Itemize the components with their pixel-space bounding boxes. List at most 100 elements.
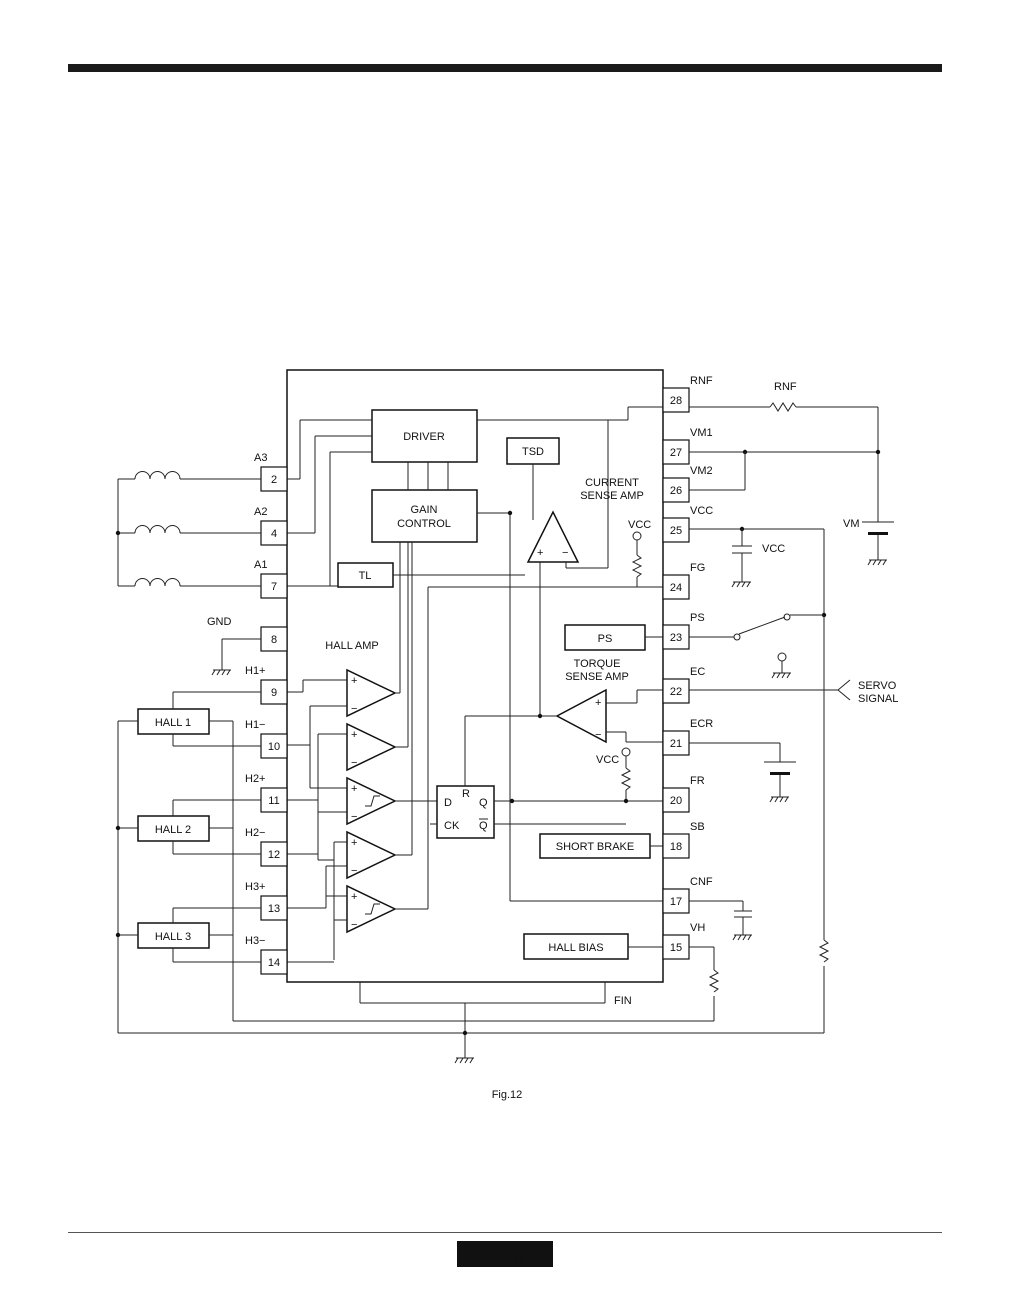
vm-batt-label: VM: [843, 518, 860, 530]
svg-text:17: 17: [670, 896, 682, 908]
hall-3-element: HALL 3: [137, 922, 210, 949]
hall-amp-4: [346, 830, 397, 880]
pin-10: 10: [260, 733, 288, 759]
pin-name-sb: SB: [690, 821, 705, 833]
hall-amp-3: [346, 776, 397, 826]
svg-text:23: 23: [670, 632, 682, 644]
svg-text:26: 26: [670, 485, 682, 497]
tsd-block: [506, 437, 560, 465]
rohm-logo: ROHM: [457, 1241, 553, 1267]
pin-name-h1p: H1+: [245, 665, 266, 677]
pin-name-vh: VH: [690, 922, 705, 934]
vh-resistor: [708, 969, 720, 993]
pin-25: 25: [662, 517, 690, 543]
svg-text:13: 13: [268, 903, 280, 915]
hall-amp-2: [346, 722, 397, 772]
vcc-capacitor: [731, 545, 752, 588]
ff-qbar-label: Q: [479, 820, 488, 832]
pullup-resistor-right: [818, 939, 830, 963]
pin-22: 22: [662, 678, 690, 704]
svg-text:−: −: [351, 703, 357, 715]
vm-battery: [862, 521, 894, 566]
svg-text:22: 22: [670, 686, 682, 698]
tsd-label: TSD: [522, 446, 544, 458]
hall-amp-5: [346, 884, 397, 934]
svg-text:7: 7: [271, 581, 277, 593]
svg-text:24: 24: [670, 582, 682, 594]
short-brake-label: SHORT BRAKE: [556, 841, 634, 853]
pin-26: 26: [662, 477, 690, 503]
pin-name-a3: A3: [254, 452, 267, 464]
pin-20: 20: [662, 787, 690, 813]
current-sense-amp: [526, 510, 580, 563]
coil-a2: [134, 524, 181, 534]
pin-name-vcc: VCC: [690, 505, 713, 517]
svg-text:−: −: [351, 757, 357, 769]
svg-text:20: 20: [670, 795, 682, 807]
vcc-pull1-label: VCC: [628, 519, 651, 531]
gnd-symbol-main: [454, 1057, 474, 1064]
svg-text:28: 28: [670, 395, 682, 407]
pin-name-a1: A1: [254, 559, 267, 571]
svg-text:8: 8: [271, 634, 277, 646]
svg-text:18: 18: [670, 841, 682, 853]
svg-text:+: +: [595, 697, 601, 709]
svg-text:HALL 3: HALL 3: [155, 931, 191, 943]
pin-12: 12: [260, 841, 288, 867]
servo-label-2: SIGNAL: [858, 693, 898, 705]
logo-text: ROHM: [484, 1253, 526, 1265]
pin-14: 14: [260, 949, 288, 975]
header-bar: [68, 64, 942, 72]
svg-text:−: −: [351, 865, 357, 877]
fin-label: FIN: [614, 995, 632, 1007]
tl-label: TL: [359, 570, 372, 582]
svg-text:21: 21: [670, 738, 682, 750]
pin-21: 21: [662, 730, 690, 756]
cnf-capacitor: [732, 910, 752, 941]
pin-2: 2: [260, 466, 288, 492]
current-sense-label-2: SENSE AMP: [580, 490, 644, 502]
torque-sense-label-1: TORQUE: [574, 658, 621, 670]
figure-caption: Fig.12: [492, 1089, 523, 1101]
svg-text:10: 10: [268, 741, 280, 753]
svg-text:15: 15: [670, 942, 682, 954]
pin-name-fr: FR: [690, 775, 705, 787]
pin-name-h2m: H2−: [245, 827, 266, 839]
driver-block: [371, 409, 478, 463]
pin-15: 15: [662, 934, 690, 960]
current-sense-label-1: CURRENT: [585, 477, 639, 489]
ps-switch: [733, 633, 741, 641]
pin-23: 23: [662, 624, 690, 650]
pin-name-h3m: H3−: [245, 935, 266, 947]
svg-text:HALL 2: HALL 2: [155, 824, 191, 836]
svg-text:−: −: [351, 919, 357, 931]
footer-rule: [68, 1232, 942, 1233]
rnf-ext-label: RNF: [774, 381, 797, 393]
pin-27: 27: [662, 439, 690, 465]
pin-24: 24: [662, 574, 690, 600]
svg-text:4: 4: [271, 528, 277, 540]
pin-name-ecr: ECR: [690, 718, 713, 730]
gain-control-label-1: GAIN: [411, 504, 438, 516]
svg-text:+: +: [351, 837, 357, 849]
torque-sense-amp: [555, 688, 607, 744]
coil-a1: [134, 577, 181, 587]
vcc-cap-label: VCC: [762, 543, 785, 555]
svg-text:−: −: [595, 729, 601, 741]
ff-d-label: D: [444, 797, 452, 809]
svg-text:9: 9: [271, 687, 277, 699]
gnd-label: GND: [207, 616, 232, 628]
pin-4: 4: [260, 520, 288, 546]
servo-label-1: SERVO: [858, 680, 897, 692]
pin-name-ec: EC: [690, 666, 705, 678]
current-amp-plus: +: [537, 547, 543, 559]
pin-name-vm2: VM2: [690, 465, 713, 477]
pin-name-cnf: CNF: [690, 876, 713, 888]
svg-text:14: 14: [268, 957, 280, 969]
tl-block: [337, 562, 394, 588]
svg-text:+: +: [351, 729, 357, 741]
pin-28: 28: [662, 387, 690, 413]
ecr-battery: [764, 761, 796, 803]
svg-text:27: 27: [670, 447, 682, 459]
